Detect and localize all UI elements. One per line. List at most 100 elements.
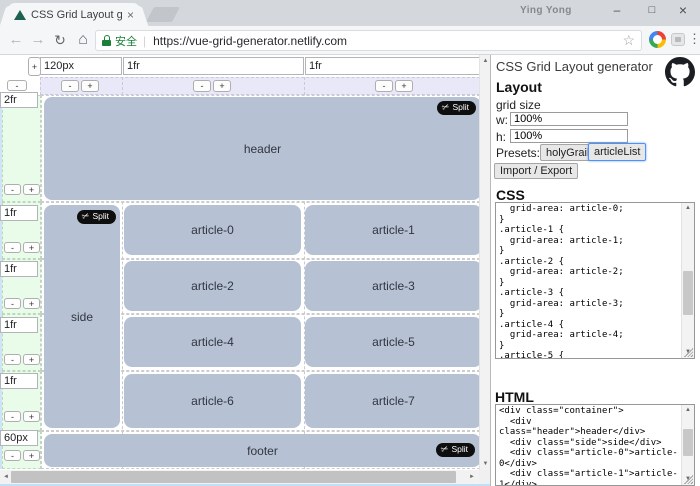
app-title: CSS Grid Layout generator bbox=[496, 59, 653, 74]
split-button[interactable]: ✂Split bbox=[76, 210, 116, 224]
column-size-input-0[interactable] bbox=[40, 57, 122, 75]
grid-area-label: article-4 bbox=[191, 335, 234, 349]
column-1-minus-button[interactable]: - bbox=[193, 80, 211, 92]
grid-area-article-0[interactable]: article-0 bbox=[124, 205, 301, 255]
row-size-input-2[interactable] bbox=[0, 261, 38, 277]
scroll-down-icon[interactable]: ▼ bbox=[480, 458, 491, 470]
grid-area-label: article-0 bbox=[191, 223, 234, 237]
resize-grip-icon[interactable] bbox=[684, 475, 693, 484]
row-1-minus-button[interactable]: - bbox=[4, 242, 21, 253]
row-size-input-4[interactable] bbox=[0, 373, 38, 389]
grid-area-header[interactable]: header ✂Split bbox=[44, 97, 481, 200]
row-3-plus-button[interactable]: + bbox=[23, 354, 40, 365]
scroll-up-icon[interactable]: ▲ bbox=[685, 407, 691, 413]
layout-heading: Layout bbox=[496, 79, 542, 95]
column-2-plus-button[interactable]: + bbox=[395, 80, 413, 92]
scissors-icon: ✂ bbox=[80, 210, 91, 223]
bookmark-star-icon[interactable]: ☆ bbox=[622, 32, 635, 48]
add-column-start-button[interactable]: + bbox=[28, 57, 41, 76]
column-size-input-1[interactable] bbox=[123, 57, 304, 75]
column-2-minus-button[interactable]: - bbox=[375, 80, 393, 92]
new-tab-button[interactable] bbox=[146, 7, 180, 22]
grid-area-label: header bbox=[243, 141, 282, 156]
column-size-input-2[interactable] bbox=[305, 57, 485, 75]
row-4-plus-button[interactable]: + bbox=[23, 411, 40, 422]
grid-area-label: article-2 bbox=[191, 279, 234, 293]
grid-area-label: article-1 bbox=[372, 223, 415, 237]
grid-area-article-4[interactable]: article-4 bbox=[124, 317, 301, 367]
scrollbar-thumb[interactable] bbox=[683, 429, 693, 457]
row-size-input-5[interactable] bbox=[0, 430, 38, 446]
window-close-button[interactable]: × bbox=[678, 2, 688, 18]
scroll-left-icon[interactable]: ◄ bbox=[3, 474, 9, 480]
split-button[interactable]: ✂Split bbox=[435, 443, 475, 457]
split-button[interactable]: ✂Split bbox=[436, 101, 476, 115]
address-bar[interactable]: 安全 | https://vue-grid-generator.netlify.… bbox=[95, 30, 642, 51]
row-0-plus-button[interactable]: + bbox=[23, 184, 40, 195]
css-heading: CSS bbox=[496, 187, 525, 203]
row-3-minus-button[interactable]: - bbox=[4, 354, 21, 365]
row-5-plus-button[interactable]: + bbox=[23, 450, 40, 461]
column-0-minus-button[interactable]: - bbox=[61, 80, 79, 92]
extension-compass-icon[interactable] bbox=[649, 31, 666, 48]
grid-height-input[interactable] bbox=[510, 129, 628, 143]
row-5-minus-button[interactable]: - bbox=[4, 450, 21, 461]
preset-articlelist-button[interactable]: articleList bbox=[588, 143, 647, 161]
grid-area-article-3[interactable]: article-3 bbox=[305, 261, 482, 311]
tab-close-icon[interactable]: × bbox=[126, 7, 134, 22]
security-chip[interactable]: 安全 bbox=[115, 35, 137, 48]
row-0-minus-button[interactable]: - bbox=[4, 184, 21, 195]
home-button[interactable]: ⌂ bbox=[78, 31, 88, 48]
scroll-up-icon[interactable]: ▲ bbox=[685, 205, 691, 211]
window-minimize-button[interactable]: – bbox=[613, 3, 621, 17]
grid-area-article-7[interactable]: article-7 bbox=[305, 374, 482, 428]
vertical-scrollbar[interactable]: ▲ ▼ bbox=[479, 55, 491, 470]
import-export-button[interactable]: Import / Export bbox=[494, 163, 579, 179]
profile-name[interactable]: Ying Yong bbox=[520, 5, 572, 16]
scrollbar-thumb[interactable] bbox=[11, 471, 456, 483]
html-code-text: <div class="container"> <div class="head… bbox=[499, 406, 678, 486]
browser-tab[interactable]: CSS Grid Layout genera × bbox=[8, 3, 140, 26]
row-2-minus-button[interactable]: - bbox=[4, 298, 21, 309]
scrollbar-thumb[interactable] bbox=[683, 271, 693, 315]
html-scrollbar[interactable]: ▲ ▼ bbox=[681, 405, 694, 485]
resize-grip-icon[interactable] bbox=[684, 348, 693, 357]
presets-label: Presets: bbox=[496, 146, 541, 160]
row-size-input-1[interactable] bbox=[0, 205, 38, 221]
row-4-minus-button[interactable]: - bbox=[4, 411, 21, 422]
row-2-plus-button[interactable]: + bbox=[23, 298, 40, 309]
grid-width-input[interactable] bbox=[510, 112, 628, 126]
row-size-input-3[interactable] bbox=[0, 317, 38, 333]
grid-area-article-6[interactable]: article-6 bbox=[124, 374, 301, 428]
grid-area-article-2[interactable]: article-2 bbox=[124, 261, 301, 311]
omnibox-divider: | bbox=[143, 33, 147, 48]
preset-holygrail-button[interactable]: holyGrail bbox=[540, 144, 596, 161]
window-maximize-button[interactable]: □ bbox=[648, 4, 656, 16]
forward-button[interactable]: → bbox=[30, 31, 46, 48]
width-label: w: bbox=[496, 113, 508, 127]
url-text[interactable]: https://vue-grid-generator.netlify.com bbox=[153, 33, 347, 48]
css-code-textarea[interactable]: grid-area: article-0; } .article-1 { gri… bbox=[495, 202, 695, 359]
column-1-plus-button[interactable]: + bbox=[213, 80, 231, 92]
grid-editor: + - - + - + - + - + - + - + - + - + - + … bbox=[0, 55, 485, 484]
grid-area-footer[interactable]: footer ✂Split bbox=[44, 434, 481, 467]
back-button[interactable]: ← bbox=[8, 31, 24, 48]
grid-area-article-5[interactable]: article-5 bbox=[305, 317, 482, 367]
scroll-right-icon[interactable]: ► bbox=[469, 474, 475, 480]
horizontal-scrollbar[interactable]: ◄ ► bbox=[0, 470, 479, 484]
browser-menu-icon[interactable]: ⋮ bbox=[688, 31, 700, 46]
column-0-plus-button[interactable]: + bbox=[81, 80, 99, 92]
settings-panel: CSS Grid Layout generator Layout grid si… bbox=[490, 55, 700, 486]
grid-area-article-1[interactable]: article-1 bbox=[305, 205, 482, 255]
extension-gray-icon[interactable] bbox=[671, 33, 685, 46]
remove-track-button[interactable]: - bbox=[7, 80, 27, 91]
github-icon[interactable] bbox=[665, 57, 695, 87]
row-size-input-0[interactable] bbox=[0, 92, 38, 108]
grid-area-side[interactable]: side ✂Split bbox=[44, 205, 120, 428]
reload-button[interactable]: ↻ bbox=[54, 32, 66, 48]
html-code-textarea[interactable]: <div class="container"> <div class="head… bbox=[495, 404, 695, 486]
css-scrollbar[interactable]: ▲ ▼ bbox=[681, 203, 694, 358]
page-edge bbox=[0, 95, 2, 469]
row-1-plus-button[interactable]: + bbox=[23, 242, 40, 253]
scroll-up-icon[interactable]: ▲ bbox=[480, 55, 491, 67]
